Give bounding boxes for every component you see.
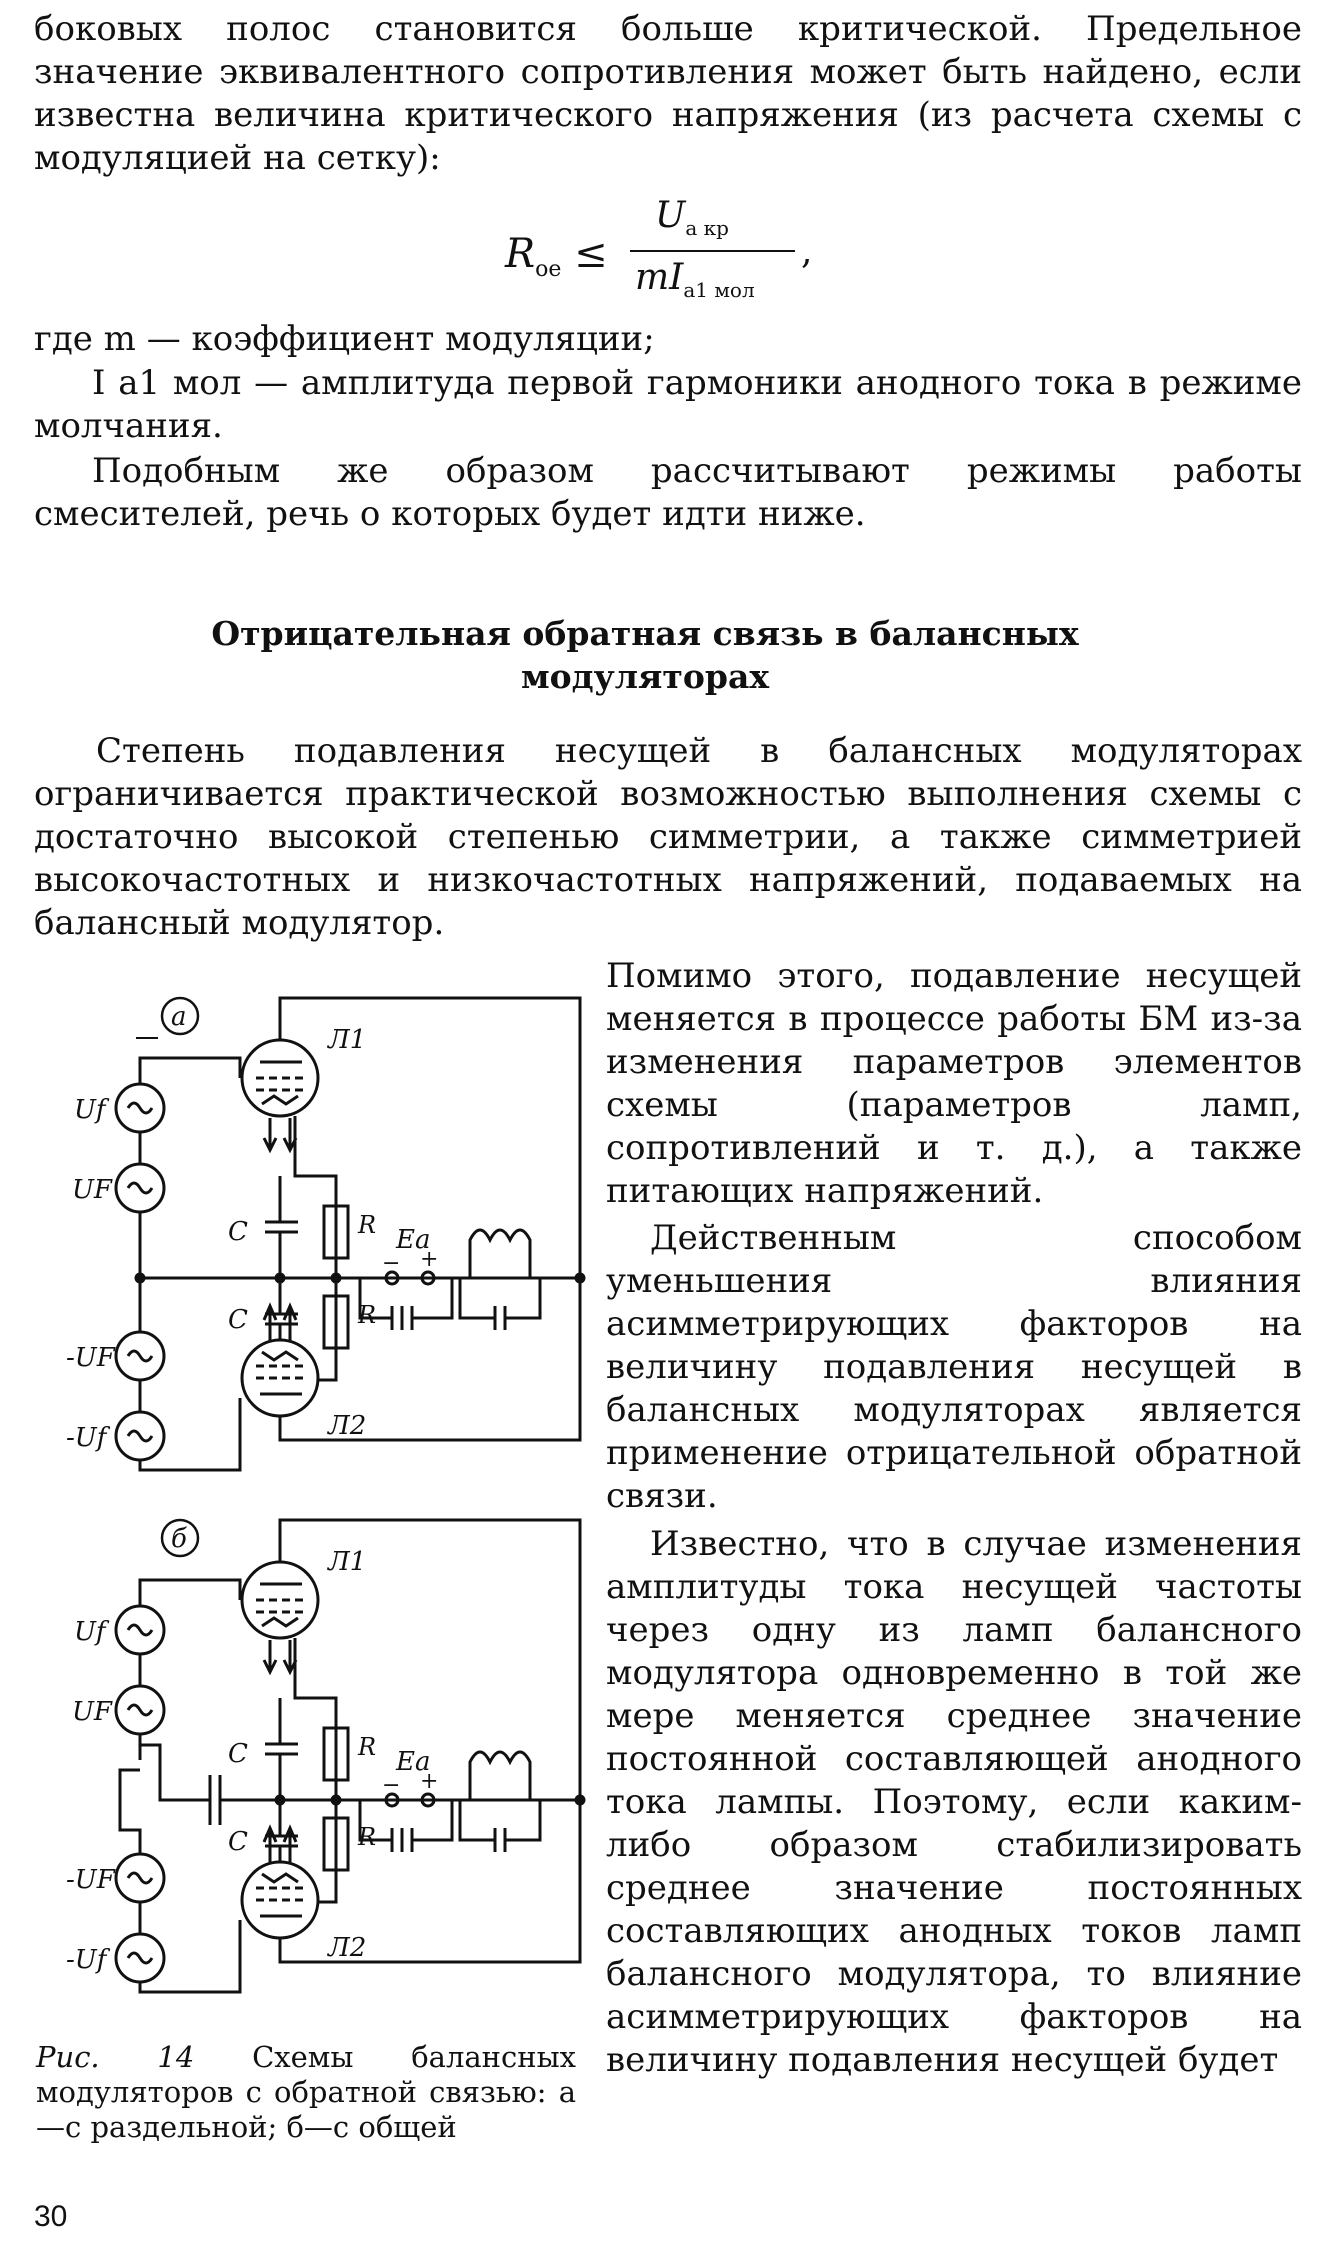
formula-comma: , <box>801 231 813 272</box>
svg-text:+: + <box>420 1769 438 1794</box>
paragraph-i-a1: I а1 мол — амплитуда первой гармоники ан… <box>34 363 1302 446</box>
resistor-bottom-label: R <box>357 1301 376 1329</box>
source-uf-icon <box>114 1604 166 1656</box>
circuit-diagram-a: а Л1 Л2 R R <box>66 996 586 1472</box>
resistor-top-label: R <box>357 1733 376 1761</box>
source-UF-icon <box>114 1684 166 1736</box>
source-label-2: UF <box>72 1697 113 1727</box>
section-heading-line1: Отрицательная обратная связь в балансных <box>211 614 1079 653</box>
figure-caption-lead: Рис. 14 <box>36 2040 195 2074</box>
source-uf-icon <box>114 1082 166 1134</box>
figure-caption: Рис. 14 Схемы балансных модуляторов с об… <box>36 2040 576 2145</box>
source-label-1: Uf <box>74 1095 110 1125</box>
tube-l2-label: Л2 <box>326 1933 366 1963</box>
tube-l1-icon <box>240 1038 320 1118</box>
section-heading-line2: модуляторах <box>520 657 770 696</box>
tube-l1-label: Л1 <box>326 1547 366 1577</box>
ea-label: Ea <box>395 1747 430 1777</box>
page-number: 30 <box>34 2200 68 2233</box>
paragraph-suppression: Степень подавления несущей в балансных м… <box>34 731 1302 943</box>
tube-l1-icon <box>240 1560 320 1640</box>
fraction-bar <box>630 250 795 252</box>
source-minus-uf-icon <box>114 1932 166 1984</box>
capacitor-top-label: C <box>228 1217 248 1247</box>
figure-b-mark: б <box>171 1524 187 1554</box>
source-label-4: -Uf <box>66 1423 111 1453</box>
capacitor-top-label: C <box>228 1739 248 1769</box>
source-minus-UF-icon <box>114 1330 166 1382</box>
source-UF-icon <box>114 1162 166 1214</box>
tube-l2-icon <box>240 1338 320 1418</box>
figure-caption-text: Схемы балансных модуляторов с обратной с… <box>36 2040 576 2144</box>
paragraph-mixers: Подобным же образом рассчитывают режимы … <box>34 451 1302 534</box>
paragraph-where-m: где m — коэффициент модуляции; <box>34 319 655 359</box>
tube-l2-icon <box>240 1860 320 1940</box>
source-label-1: Uf <box>74 1617 110 1647</box>
tube-l1-label: Л1 <box>326 1025 366 1055</box>
resistor-bottom-label: R <box>357 1823 376 1851</box>
circuit-diagram-b: б Л1 Л2 R R C C <box>66 1518 586 1994</box>
source-label-2: UF <box>72 1175 113 1205</box>
source-label-3: -UF <box>66 1343 116 1373</box>
figure-a-mark: а <box>171 1002 187 1032</box>
formula-equivalent-resistance: Roe ≤ Ua кр mIa1 мол , <box>505 195 845 315</box>
paragraph-known: Известно, что в случае изменения амплиту… <box>606 1524 1302 2080</box>
paragraph-besides: Помимо этого, подавление несущей меняетс… <box>606 956 1302 1211</box>
ea-label: Ea <box>395 1225 430 1255</box>
source-label-3: -UF <box>66 1865 116 1895</box>
formula-numerator: Ua кр <box>655 195 729 241</box>
resistor-top-label: R <box>357 1211 376 1239</box>
formula-denominator: mIa1 мол <box>635 257 755 303</box>
formula-lhs: Roe ≤ <box>505 231 608 282</box>
svg-text:−: − <box>382 1251 400 1276</box>
tube-l2-label: Л2 <box>326 1411 366 1441</box>
paragraph-effective-method: Действенным способом уменьшения влияния … <box>606 1218 1302 1516</box>
capacitor-bottom-label: C <box>228 1827 248 1857</box>
capacitor-bottom-label: C <box>228 1305 248 1335</box>
source-minus-UF-icon <box>114 1852 166 1904</box>
svg-text:+: + <box>420 1247 438 1272</box>
source-minus-uf-icon <box>114 1410 166 1462</box>
source-label-4: -Uf <box>66 1945 111 1975</box>
paragraph-intro: боковых полос становится больше критичес… <box>34 9 1302 178</box>
svg-text:−: − <box>382 1773 400 1798</box>
